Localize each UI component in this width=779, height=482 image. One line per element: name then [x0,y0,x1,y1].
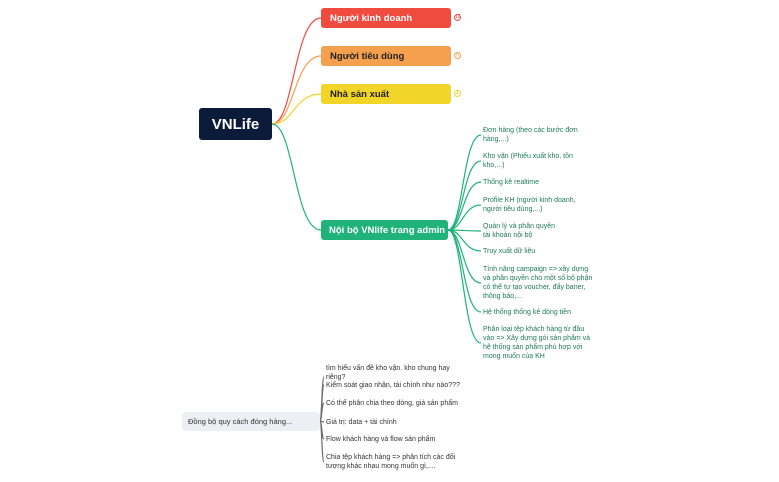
connector-sync-leaf [319,420,325,463]
connector-root-branch [271,55,322,125]
sync-item-gia-tri[interactable]: Giá trị: data + tài chính [326,419,397,426]
branch-nha-san-xuat[interactable]: Nhà sản xuất [321,84,451,104]
admin-item-kho-van[interactable]: Kho vận (Phiếu xuất kho, tồn kho,...) [483,153,573,169]
connector-root-branch [271,17,322,125]
connector-admin-leaf [447,204,482,231]
admin-item-truy-xuat-du-lieu[interactable]: Truy xuất dữ liệu [483,248,536,255]
admin-item-thong-ke-realtime[interactable]: Thống kê realtime [483,179,540,186]
branch-nguoi-tieu-dung[interactable]: Người tiêu dùng [321,46,451,66]
admin-item-dong-tien[interactable]: Hệ thống thống kê dòng tiền [483,309,571,316]
connector-root-branch [271,93,322,125]
sync-item-flow[interactable]: Flow khách hàng và flow sản phẩm [326,436,436,443]
sync-item-phan-chia[interactable]: Có thể phân chia theo dòng, giá sản phẩm [326,400,458,407]
connector-admin-leaf [447,134,482,231]
collapsed-count-badge[interactable]: 4 [454,52,461,59]
admin-item-quan-ly-phan-quyen[interactable]: Quản lý và phân quyền tài khoản nội bộ [483,223,555,239]
connector-root-branch [271,123,322,231]
collapsed-count-badge[interactable]: 1 [454,90,461,97]
sync-item-giao-nhan[interactable]: Kiểm soát giao nhận, tài chính như nào??… [326,382,460,389]
branch-noi-bo-admin[interactable]: Nội bộ VNlife trang admin [321,220,448,240]
sync-packing-node[interactable]: Đồng bộ quy cách đóng hàng... [182,412,320,431]
connector-admin-leaf [447,160,482,231]
collapsed-count-badge[interactable]: 12 [454,14,461,21]
connector-admin-leaf [447,181,482,231]
admin-item-campaign[interactable]: Tính năng campaign => xây dựng và phân q… [483,266,593,300]
admin-item-profile-kh[interactable]: Profile KH (người kinh doanh, người tiêu… [483,197,576,213]
root-node[interactable]: VNLife [199,108,272,140]
sync-item-kho-van[interactable]: tìm hiểu vấn đề kho vận. kho chung hay r… [326,365,450,381]
sync-item-chia-tep[interactable]: Chia tệp khách hàng => phân tích các đối… [326,454,456,470]
admin-item-don-hang[interactable]: Đơn hàng (theo các bước đơn hàng,...) [483,127,578,143]
connector-admin-leaf [447,229,482,344]
admin-item-phan-loai-tep-kh[interactable]: Phân loại tệp khách hàng từ đầu vào => X… [483,326,591,360]
branch-nguoi-kinh-doanh[interactable]: Người kinh doanh [321,8,451,28]
